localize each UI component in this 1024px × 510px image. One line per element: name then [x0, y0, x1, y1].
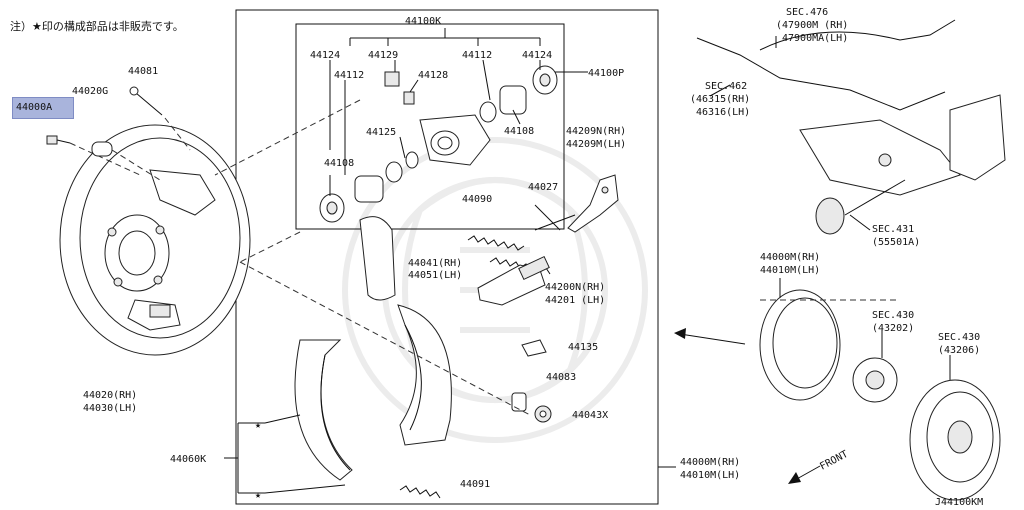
rh-leaders — [709, 36, 951, 380]
label-44041-rh: 44041(RH) — [408, 258, 462, 269]
label-44091: 44091 — [460, 479, 490, 490]
label-44051-lh: 44051(LH) — [408, 270, 462, 281]
label-44081: 44081 — [128, 66, 158, 77]
label-55501A: (55501A) — [872, 237, 920, 248]
diagram-code: J44100KM — [935, 497, 983, 508]
label-44100P: 44100P — [588, 68, 624, 79]
small-parts — [511, 339, 552, 423]
label-43206: (43206) — [938, 345, 980, 356]
label-44201-lh: 44201 (LH) — [545, 295, 605, 306]
label-46316-lh: 46316(LH) — [696, 107, 750, 118]
note-text: 注）★印の構成部品は非販売です。 — [10, 20, 184, 33]
drum-assembly — [759, 289, 1001, 501]
label-sec476: SEC.476 — [786, 7, 828, 18]
star-marker-top: ★ — [255, 420, 261, 431]
detail-arrow — [674, 328, 746, 345]
label-44100K: 44100K — [405, 16, 441, 27]
label-sec431: SEC.431 — [872, 224, 914, 235]
label-44112-right: 44112 — [462, 50, 492, 61]
label-44125: 44125 — [366, 127, 396, 138]
label-sec430-hub: SEC.430 — [872, 310, 914, 321]
label-44129: 44129 — [368, 50, 398, 61]
label-44043X: 44043X — [572, 410, 608, 421]
label-44090: 44090 — [462, 194, 492, 205]
label-44209-rh: 44209N(RH) — [566, 126, 626, 137]
label-44010M-lh-bottom: 44010M(LH) — [680, 470, 740, 481]
label-44209-lh: 44209M(LH) — [566, 139, 626, 150]
label-44060K: 44060K — [170, 454, 206, 465]
label-44020G: 44020G — [72, 86, 108, 97]
highlight-box — [12, 97, 74, 119]
wheel-cylinder — [419, 114, 491, 166]
label-44200-rh: 44200N(RH) — [545, 282, 605, 293]
star-marker-bottom: ★ — [255, 490, 261, 501]
label-44010M-lh: 44010M(LH) — [760, 265, 820, 276]
plug-44020G — [91, 141, 161, 181]
label-44135: 44135 — [568, 342, 598, 353]
label-44000A: 44000A — [16, 102, 52, 113]
bolt-44000A — [46, 135, 141, 176]
label-44020-rh: 44020(RH) — [83, 390, 137, 401]
bracket-44060K — [224, 414, 346, 494]
label-44030-lh: 44030(LH) — [83, 403, 137, 414]
cylinder-parts — [319, 65, 558, 223]
label-44108-left: 44108 — [324, 158, 354, 169]
strut-44041 — [359, 216, 396, 301]
backing-plate — [59, 124, 251, 356]
label-44108-right: 44108 — [504, 126, 534, 137]
label-44112-left: 44112 — [334, 70, 364, 81]
brake-shoe-rear — [294, 339, 353, 481]
label-44083: 44083 — [546, 372, 576, 383]
label-44000M-rh: 44000M(RH) — [760, 252, 820, 263]
label-43202: (43202) — [872, 323, 914, 334]
axle-and-cable — [696, 19, 1006, 235]
label-44000M-rh-bottom: 44000M(RH) — [680, 457, 740, 468]
front-arrow — [788, 465, 821, 484]
wheel-cylinder-frame — [295, 23, 565, 230]
pin-44081 — [129, 86, 191, 151]
label-44128: 44128 — [418, 70, 448, 81]
leaders-44100K — [329, 28, 588, 196]
brake-shoe-front — [397, 304, 452, 446]
label-front: FRONT — [818, 449, 850, 473]
adjuster — [477, 255, 550, 306]
parking-lever — [567, 174, 619, 233]
label-46315-rh: (46315(RH) — [690, 94, 750, 105]
label-44124-right: 44124 — [522, 50, 552, 61]
label-44027: 44027 — [528, 182, 558, 193]
label-47900MA-lh: 47900MA(LH) — [782, 33, 848, 44]
label-47900M-rh: (47900M (RH) — [776, 20, 848, 31]
label-sec462: SEC.462 — [705, 81, 747, 92]
label-sec430-drum: SEC.430 — [938, 332, 980, 343]
label-44124-left: 44124 — [310, 50, 340, 61]
